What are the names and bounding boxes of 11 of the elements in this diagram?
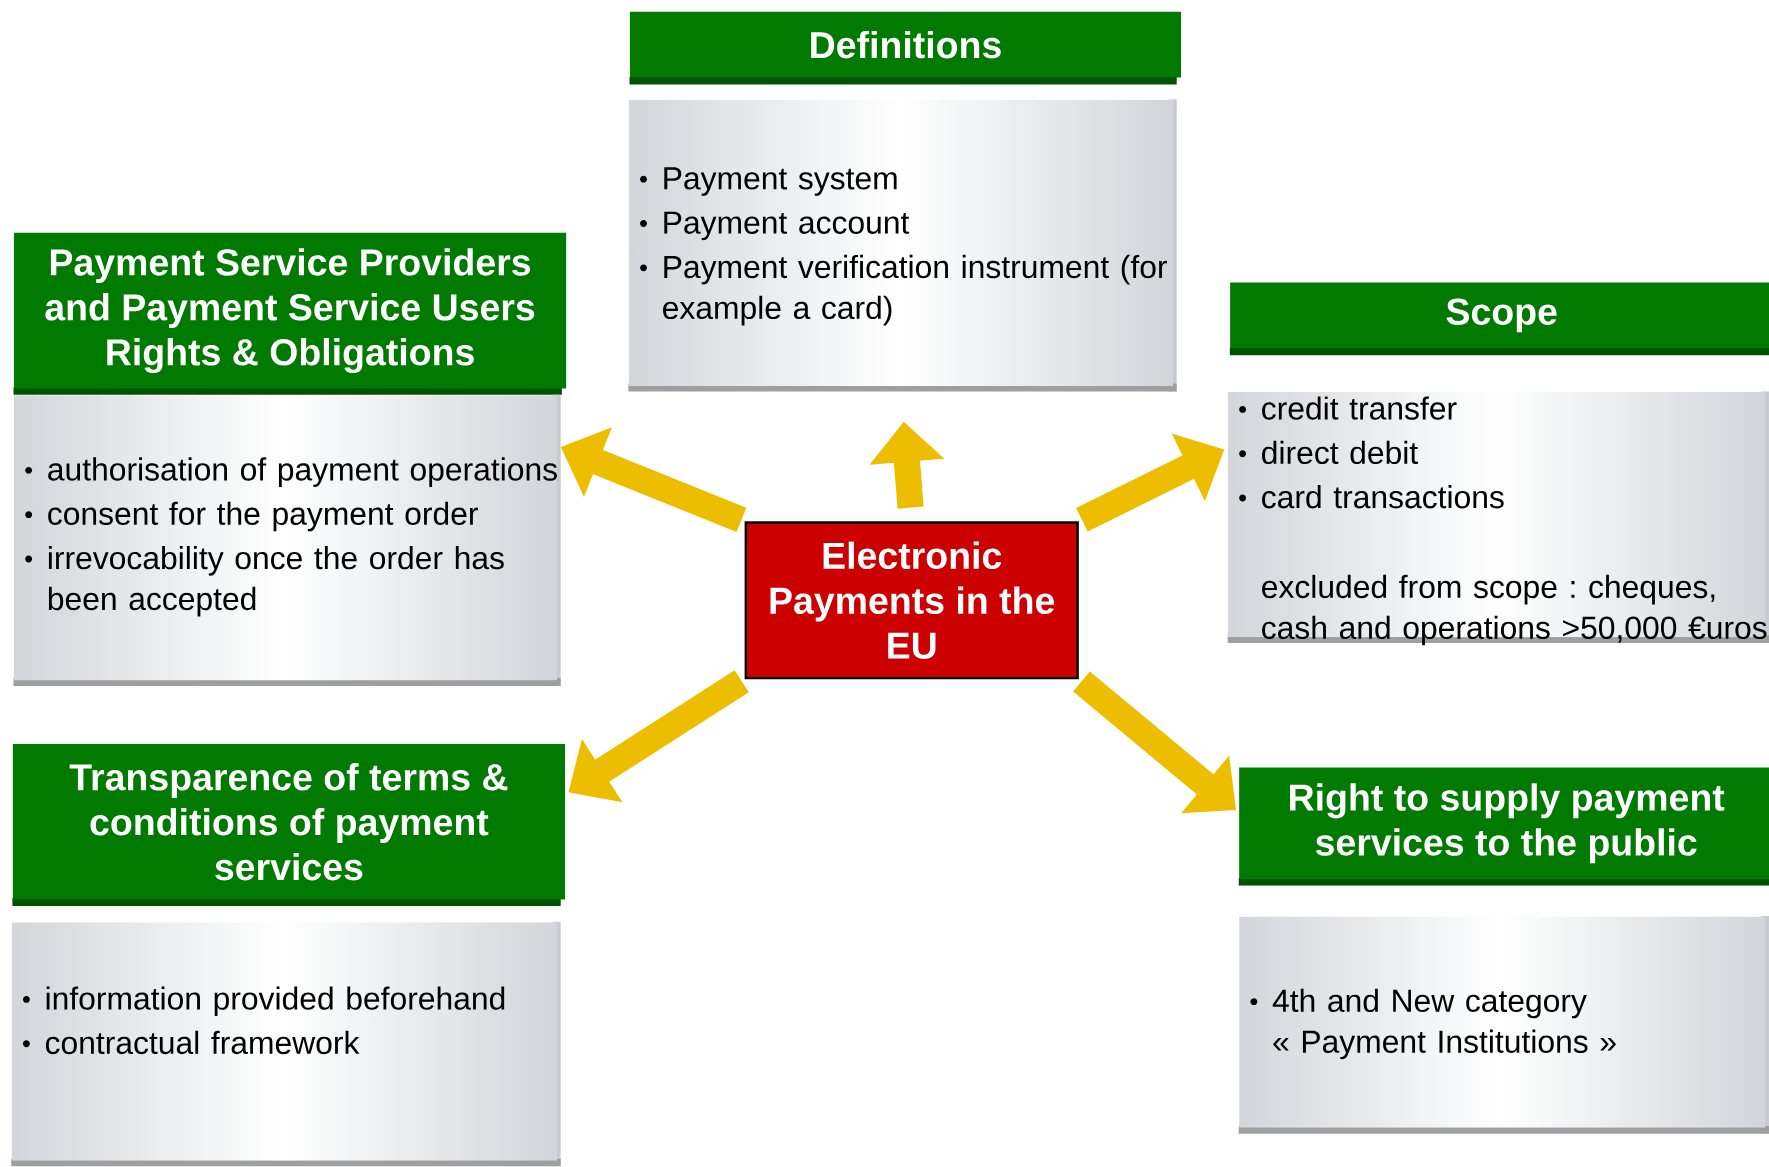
header-box: Definitions [629, 11, 1181, 85]
header-box: Transparence of terms & conditions of payment services [12, 744, 566, 907]
header-box: Payment Service Providers and Payment Service Users Rights & Obligations [13, 233, 567, 396]
text-panel: Payment system Payment account Payment verification instrument (for example a card) [628, 99, 1177, 392]
text-panel: authorisation of payment operations consent for the payment order irrevocability once the order has been accepted [13, 395, 561, 687]
center-box: Electronic Payments in the EU [744, 521, 1079, 680]
header-box: Scope [1229, 282, 1769, 356]
text-panel: credit transfer direct debit card transactions excluded from scope : cheques, cash and operations >50,000 €uros [1227, 391, 1769, 646]
text-panel: 4th and New category « Payment Institutions » [1238, 916, 1769, 1135]
text-panel: information provided beforehand contractual framework [11, 921, 561, 1167]
header-box: Right to supply payment services to the public [1238, 767, 1769, 886]
